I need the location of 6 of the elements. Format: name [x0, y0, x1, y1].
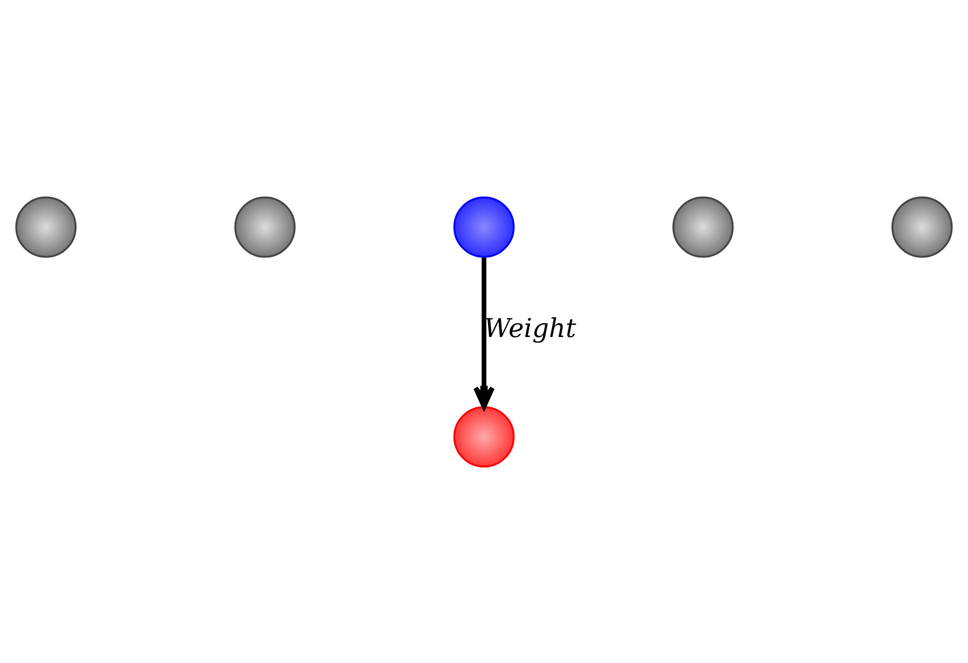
node-circle — [453, 196, 515, 258]
node-circle — [234, 196, 296, 258]
node-circle — [891, 196, 953, 258]
node-circle — [15, 196, 77, 258]
node-circle — [672, 196, 734, 258]
node-circle — [453, 406, 515, 467]
